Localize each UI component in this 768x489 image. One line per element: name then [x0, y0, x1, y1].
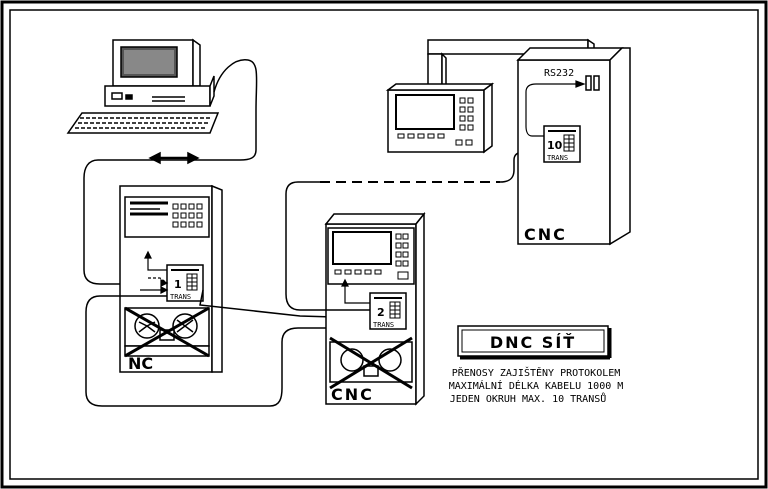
cnc-small-label: CNC — [331, 385, 374, 404]
note-line-3: JEDEN OKRUH MAX. 10 TRANSŮ — [450, 392, 607, 405]
rs232-link — [525, 80, 586, 137]
trans-2-number: 2 — [377, 306, 385, 319]
trans-10-label: TRANS — [547, 154, 568, 162]
pc-cable — [83, 59, 258, 285]
cnc-small-internal-link — [341, 278, 370, 304]
personal-computer-icon — [66, 38, 220, 134]
note-line-2: MAXIMÁLNÍ DÉLKA KABELU 1000 M — [449, 379, 624, 392]
title-box — [457, 325, 612, 360]
rs232-label: RS232 — [544, 68, 574, 79]
nc-machine-cabinet — [119, 184, 223, 373]
diagram-title: DNC SÍŤ — [490, 333, 576, 352]
note-line-1: PŘENOSY ZAJIŠTĚNY PROTOKOLEM — [452, 366, 621, 379]
cnc-large-machine — [385, 38, 631, 246]
trans-10-number: 10 — [547, 139, 563, 152]
nc-machine-label: NC — [128, 354, 153, 373]
trans-1-number: 1 — [174, 278, 182, 291]
trans-unit-10 — [543, 125, 581, 163]
bidirectional-arrow-icon — [148, 151, 200, 165]
nc-internal-links — [140, 250, 169, 294]
trans-unit-1 — [166, 264, 204, 302]
trans-1-label: TRANS — [170, 293, 191, 301]
trans-unit-2 — [369, 292, 407, 330]
cnc-large-label: CNC — [524, 225, 567, 244]
trans-2-label: TRANS — [373, 321, 394, 329]
